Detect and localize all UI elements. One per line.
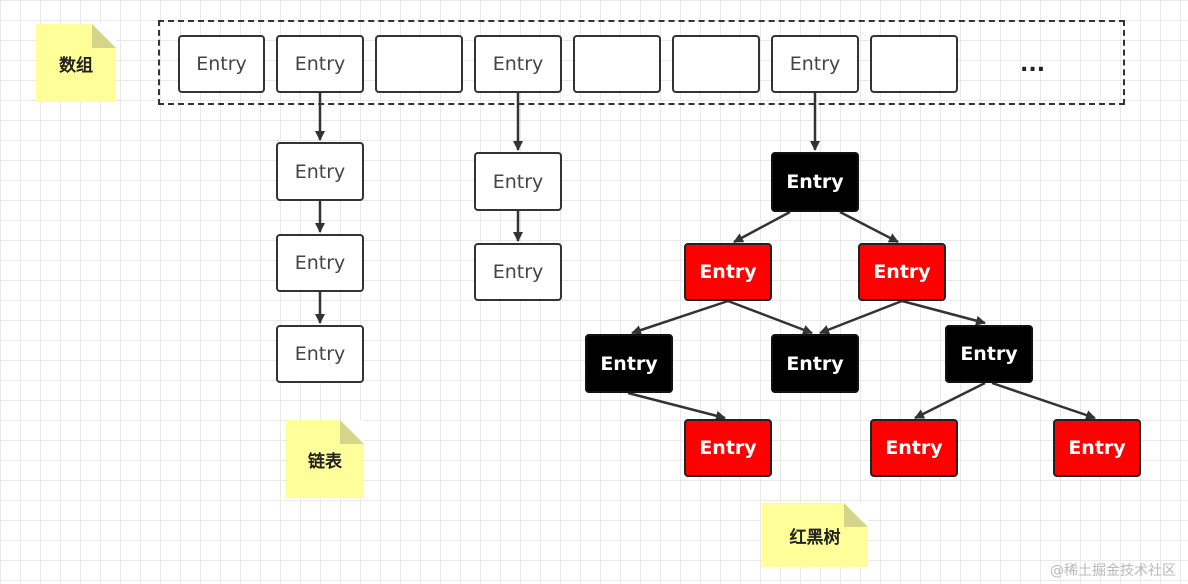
watermark: @稀土掘金技术社区 [1050, 563, 1176, 579]
list1-node-3: Entry [276, 325, 364, 383]
list2-node-2: Entry [474, 243, 562, 301]
list1-node-2: Entry [276, 234, 364, 292]
edge-l1left-to-l2a [631, 299, 729, 335]
array-slot-7: Entry [771, 35, 859, 93]
tree-level1-left-node: Entry [684, 243, 772, 301]
list2-node-1: Entry [474, 152, 562, 211]
tree-level2-c-node: Entry [945, 325, 1033, 383]
array-ellipsis: ... [1020, 52, 1046, 77]
edge-l2c-to-l3c [991, 381, 1096, 420]
note-red-black-tree-label: 红黑树 [789, 527, 841, 548]
edge-l2c-to-l3b [914, 381, 986, 420]
note-linked-list: 链表 [286, 420, 364, 498]
tree-root-node: Entry [771, 152, 859, 212]
edge-root-left [733, 210, 791, 244]
edge-l1right-to-l2b [819, 299, 903, 335]
note-red-black-tree: 红黑树 [762, 503, 868, 567]
array-slot-2: Entry [276, 35, 364, 93]
tree-level3-c-node: Entry [1053, 419, 1141, 477]
array-frame [158, 20, 1125, 105]
array-slot-3 [375, 35, 463, 93]
edge-l1left-to-l2b [727, 299, 813, 335]
tree-level3-b-node: Entry [870, 419, 958, 477]
tree-level3-a-node: Entry [684, 419, 772, 477]
tree-level2-b-node: Entry [771, 334, 859, 393]
array-slot-5 [573, 35, 661, 93]
array-slot-1: Entry [178, 35, 265, 93]
note-array: 数组 [36, 24, 116, 102]
note-linked-list-label: 链表 [308, 451, 342, 472]
array-slot-4: Entry [474, 35, 562, 93]
tree-level2-a-node: Entry [585, 334, 673, 393]
list1-node-1: Entry [276, 142, 364, 201]
note-array-label: 数组 [59, 55, 93, 76]
edge-l1right-to-l2c [901, 299, 986, 326]
edge-root-right [839, 210, 899, 244]
array-slot-6 [672, 35, 760, 93]
edge-l2a-to-l3a [627, 391, 726, 421]
array-slot-8 [870, 35, 958, 93]
tree-level1-right-node: Entry [858, 243, 946, 301]
